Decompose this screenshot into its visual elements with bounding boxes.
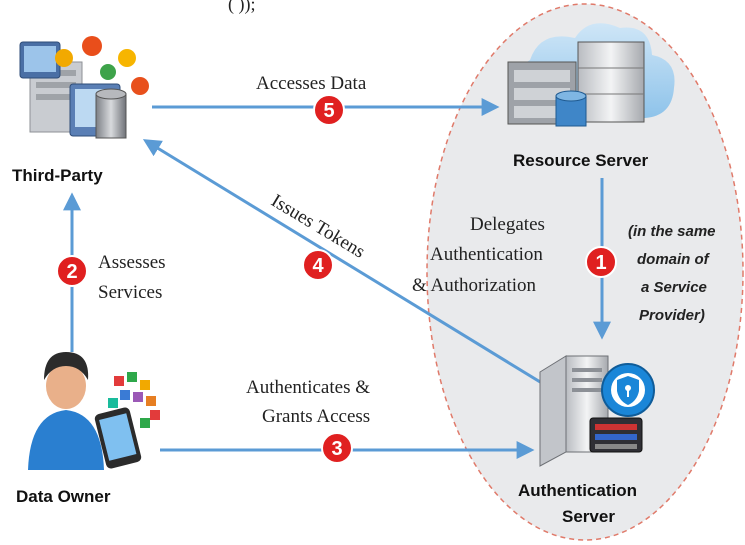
resource-server-icon [507,23,675,127]
authentication-server-label-line2: Server [562,507,615,526]
assesses-services-label-line1: Assesses [98,252,166,273]
delegates-label-line3: & Authorization [412,275,537,296]
step-3-badge: 3 [321,432,353,464]
domain-note-line3: a Service [641,279,707,296]
top-caption: ( )); [228,0,255,15]
data-owner-label: Data Owner [16,487,111,506]
third-party-icon [19,36,149,139]
step-4-badge: 4 [302,249,334,281]
step-1-number: 1 [595,252,606,274]
step-2-number: 2 [66,261,77,283]
step-1-badge: 1 [585,246,617,278]
authentication-server-label-line1: Authentication [518,481,637,500]
step-2-badge: 2 [56,255,88,287]
authentication-server-icon [539,355,655,467]
service-provider-domain [426,3,744,541]
issues-tokens-arrow [142,139,551,390]
domain-note-line1: (in the same [628,223,716,240]
authenticates-label-line2: Grants Access [262,406,370,427]
step-4-number: 4 [312,255,324,277]
domain-note-line2: domain of [637,251,711,268]
step-5-badge: 5 [313,94,345,126]
delegates-label-line2: Authentication [430,244,543,265]
delegates-label-line1: Delegates [470,214,545,235]
data-owner-icon [28,352,160,470]
step-3-number: 3 [331,438,342,460]
third-party-label: Third-Party [12,166,103,185]
step-5-number: 5 [323,100,334,122]
authenticates-label-line1: Authenticates & [246,377,370,398]
accesses-data-label: Accesses Data [256,73,367,94]
domain-note-line4: Provider) [639,307,705,324]
resource-server-label: Resource Server [513,151,649,170]
assesses-services-label-line2: Services [98,282,162,303]
